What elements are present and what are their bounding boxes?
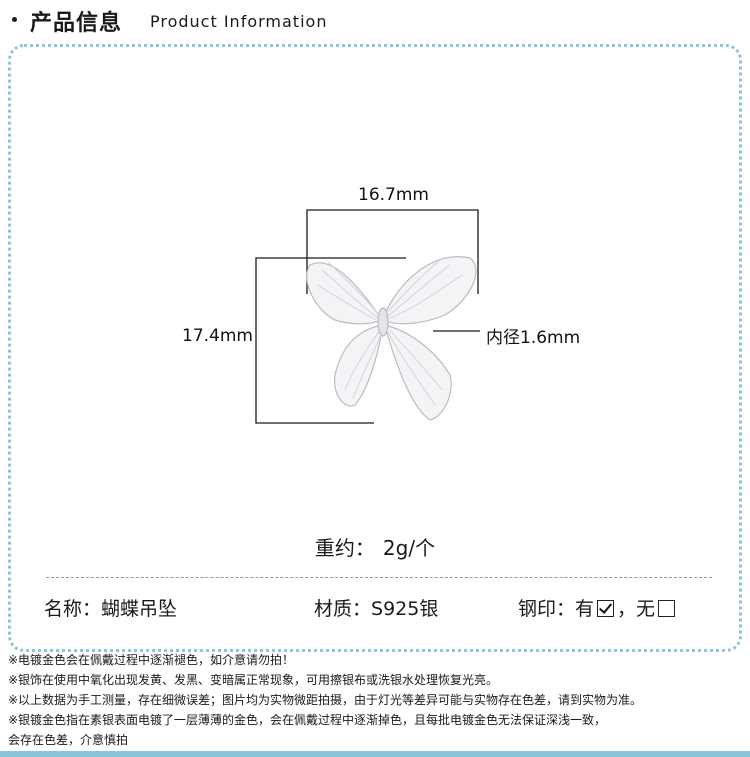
dimension-diagram: [255, 209, 480, 424]
dashed-divider: [46, 577, 712, 578]
stamp-no-label: 无: [636, 598, 656, 620]
inner-diameter-label: 内径1.6mm: [486, 328, 581, 348]
spec-name: 名称：蝴蝶吊坠: [44, 594, 177, 621]
spec-stamp: 钢印：有 ，无: [518, 594, 678, 621]
material-label: 材质：: [314, 598, 372, 620]
section-header: 产品信息 Product Information: [0, 0, 750, 40]
weight-value: 2g/个: [382, 536, 436, 560]
stamp-yes-checkbox: [597, 600, 615, 617]
note-line: ※银饰在使用中氧化出现发黄、发黑、变暗属正常现象，可用擦银布或洗银水处理恢复光亮…: [8, 673, 499, 687]
width-dimension-label: 16.7mm: [358, 185, 429, 205]
width-bracket: [306, 209, 479, 294]
name-label: 名称：: [44, 598, 102, 620]
bullet-dot: [12, 17, 17, 22]
stamp-yes-label: 有: [575, 598, 595, 620]
stamp-separator: ，: [617, 598, 637, 620]
weight-label: 重约：: [314, 536, 375, 560]
material-value: S925银: [371, 598, 439, 620]
height-bracket: [255, 257, 406, 424]
spec-material: 材质：S925银: [314, 594, 438, 621]
stamp-label: 钢印：: [518, 598, 576, 620]
note-line: 会存在色差，介意慎拍: [8, 733, 129, 747]
name-value: 蝴蝶吊坠: [101, 598, 178, 620]
weight-row: 重约： 2g/个: [0, 532, 750, 561]
stamp-no-checkbox: [658, 600, 676, 617]
note-line: ※银镀金色指在素银表面电镀了一层薄薄的金色，会在佩戴过程中逐渐掉色，且每批电镀金…: [8, 713, 607, 727]
note-line: ※电镀金色会在佩戴过程中逐渐褪色，如介意请勿拍！: [8, 653, 295, 667]
bottom-accent-bar: [0, 751, 750, 757]
section-title: 产品信息: [30, 11, 123, 36]
note-line: ※以上数据为手工测量，存在细微误差；图片均为实物微距拍摄，由于灯光等差异可能与实…: [8, 693, 643, 707]
section-subtitle: Product Information: [150, 12, 328, 31]
height-dimension-label: 17.4mm: [182, 326, 253, 346]
notes-section: ※电镀金色会在佩戴过程中逐渐褪色，如介意请勿拍！ ※银饰在使用中氧化出现发黄、发…: [8, 650, 748, 750]
